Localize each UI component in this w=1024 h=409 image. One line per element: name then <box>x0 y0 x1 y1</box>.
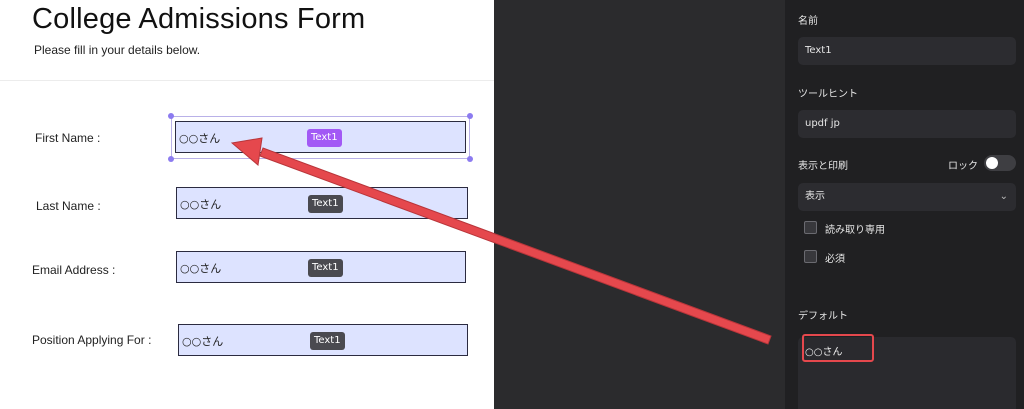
first-name-field[interactable]: ○○さん Text1 <box>175 121 466 153</box>
canvas-background <box>494 0 785 409</box>
resize-handle-bottom-right[interactable] <box>467 156 473 162</box>
default-label: デフォルト <box>798 311 848 322</box>
header-divider <box>0 80 494 81</box>
position-label: Position Applying For : <box>32 333 152 347</box>
field-tag: Text1 <box>310 332 345 350</box>
email-field[interactable]: ○○さん Text1 <box>176 251 466 283</box>
email-label: Email Address : <box>32 263 116 277</box>
field-tag: Text1 <box>308 259 343 277</box>
last-name-label: Last Name : <box>36 199 101 213</box>
resize-handle-bottom-left[interactable] <box>168 156 174 162</box>
form-document: College Admissions Form Please fill in y… <box>0 0 494 409</box>
display-select-value: 表示 <box>805 191 825 202</box>
required-checkbox[interactable] <box>804 250 817 263</box>
readonly-checkbox[interactable] <box>804 221 817 234</box>
toggle-knob <box>986 157 998 169</box>
form-subtitle: Please fill in your details below. <box>34 43 201 57</box>
default-highlight-box <box>802 334 874 362</box>
default-value-text: ○○さん <box>805 347 843 358</box>
field-tag: Text1 <box>307 129 342 147</box>
resize-handle-top-left[interactable] <box>168 113 174 119</box>
lock-label: ロック <box>948 161 978 172</box>
tooltip-input[interactable]: updf jp <box>798 110 1016 138</box>
chevron-down-icon: ⌄ <box>999 191 1008 202</box>
properties-panel: 名前 Text1 ツールヒント updf jp 表示と印刷 ロック 表示 ⌄ 読… <box>785 0 1024 409</box>
default-value-textarea[interactable]: ○○さん <box>798 334 1016 409</box>
form-title: College Admissions Form <box>32 3 366 35</box>
last-name-field[interactable]: ○○さん Text1 <box>176 187 468 219</box>
resize-handle-top-right[interactable] <box>467 113 473 119</box>
lock-toggle[interactable] <box>984 155 1016 171</box>
tooltip-label: ツールヒント <box>798 89 858 100</box>
field-value: ○○さん <box>182 335 224 348</box>
readonly-label: 読み取り専用 <box>825 225 885 236</box>
field-value: ○○さん <box>180 198 222 211</box>
field-tag: Text1 <box>308 195 343 213</box>
display-print-label: 表示と印刷 <box>798 161 848 172</box>
field-value: ○○さん <box>179 132 221 145</box>
field-value: ○○さん <box>180 262 222 275</box>
position-field[interactable]: ○○さん Text1 <box>178 324 468 356</box>
required-label: 必須 <box>825 254 845 265</box>
name-label: 名前 <box>798 16 818 27</box>
first-name-label: First Name : <box>35 131 101 145</box>
display-select[interactable]: 表示 ⌄ <box>798 183 1016 211</box>
name-input[interactable]: Text1 <box>798 37 1016 65</box>
